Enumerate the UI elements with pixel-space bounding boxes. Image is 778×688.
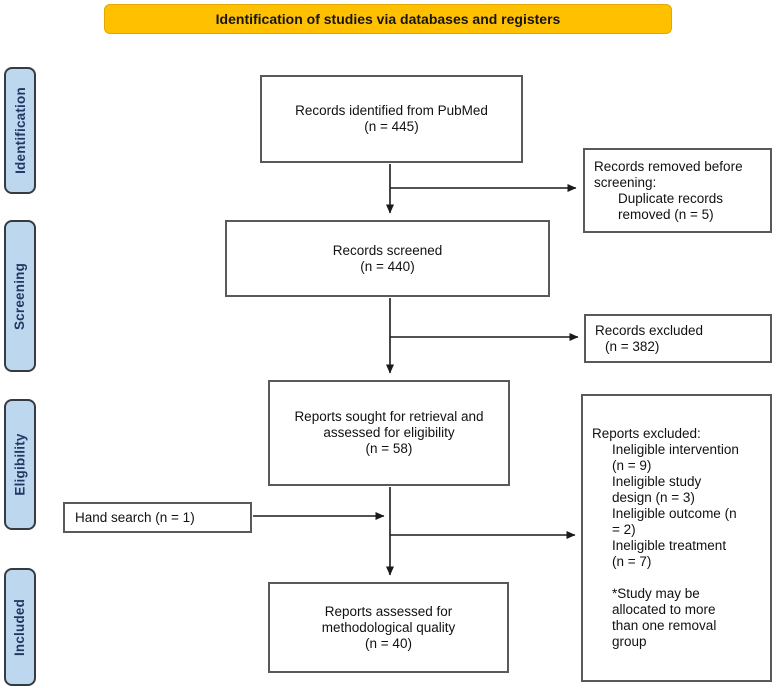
- records-excluded-heading: Records excluded: [595, 322, 704, 338]
- stage-screening: Screening: [4, 220, 36, 372]
- stage-included-label: Included: [12, 598, 28, 656]
- box-records-identified: Records identified from PubMed (n = 445): [260, 75, 523, 163]
- reports-excluded-heading: Reports excluded:: [592, 426, 701, 441]
- box-records-screened-text: Records screened (n = 440): [332, 242, 443, 274]
- stage-included: Included: [4, 568, 36, 686]
- box-reports-sought: Reports sought for retrieval and assesse…: [268, 380, 510, 486]
- box-reports-assessed: Reports assessed for methodological qual…: [268, 582, 509, 673]
- box-reports-excluded: Reports excluded: Ineligible interventio…: [581, 394, 772, 682]
- removed-before-screening-item: Duplicate records removed (n = 5): [618, 190, 724, 222]
- stage-identification: Identification: [4, 67, 36, 194]
- reports-excluded-item-treatment: Ineligible treatment (n = 7): [612, 538, 727, 569]
- box-reports-assessed-text: Reports assessed for methodological qual…: [321, 603, 456, 651]
- reports-excluded-item-outcome: Ineligible outcome (n = 2): [612, 506, 737, 537]
- removed-before-screening-heading: Records removed before screening:: [594, 158, 743, 190]
- box-reports-sought-text: Reports sought for retrieval and assesse…: [294, 409, 484, 456]
- reports-excluded-item-intervention: Ineligible intervention (n = 9): [612, 442, 739, 473]
- box-hand-search-text: Hand search (n = 1): [75, 509, 195, 525]
- box-records-identified-text: Records identified from PubMed (n = 445): [295, 103, 488, 134]
- box-records-removed-before-screening: Records removed before screening: Duplic…: [583, 148, 772, 233]
- box-records-excluded: Records excluded (n = 382): [584, 314, 772, 363]
- records-excluded-item: (n = 382): [605, 338, 660, 354]
- stage-identification-label: Identification: [12, 87, 28, 174]
- banner-identification-of-studies: Identification of studies via databases …: [104, 4, 672, 34]
- reports-excluded-footnote: *Study may be allocated to more than one…: [612, 586, 717, 649]
- reports-excluded-spacer: [592, 570, 765, 586]
- box-hand-search: Hand search (n = 1): [63, 502, 252, 533]
- stage-screening-label: Screening: [12, 262, 28, 330]
- stage-eligibility: Eligibility: [4, 399, 36, 530]
- reports-excluded-item-study-design: Ineligible study design (n = 3): [612, 474, 702, 505]
- box-records-screened: Records screened (n = 440): [225, 220, 550, 297]
- stage-eligibility-label: Eligibility: [12, 433, 28, 496]
